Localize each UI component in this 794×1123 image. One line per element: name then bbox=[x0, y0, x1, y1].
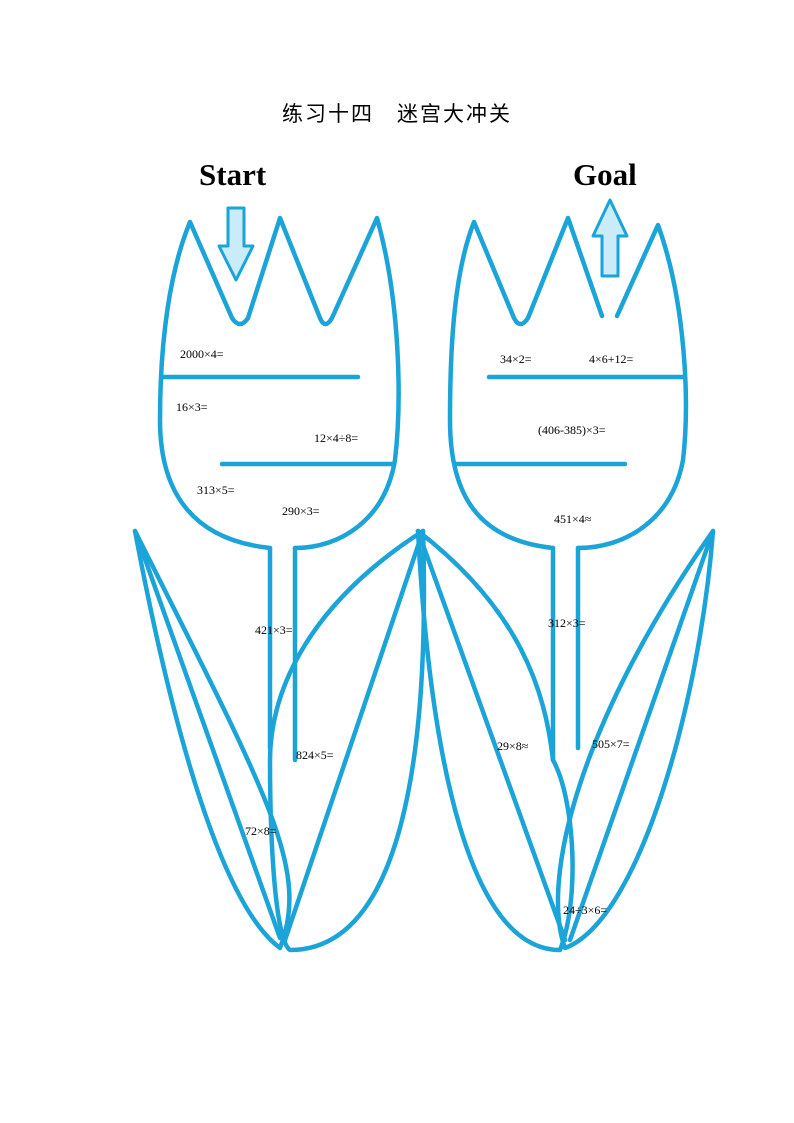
expression-cell: 12×4÷8= bbox=[314, 431, 359, 445]
left-leaf-left bbox=[132, 528, 292, 951]
expression-cell: 72×8= bbox=[245, 824, 277, 838]
right-tulip-head bbox=[447, 215, 605, 551]
expression-cell: 824×5= bbox=[296, 748, 334, 762]
expression-cell: 34×2= bbox=[500, 352, 532, 366]
expression-cell: 451×4≈ bbox=[554, 512, 592, 526]
left-leaf-left-vein bbox=[132, 528, 283, 941]
right-leaf-right bbox=[555, 528, 716, 951]
expression-cell: 312×3= bbox=[548, 616, 586, 630]
expression-cell: 421×3= bbox=[255, 623, 293, 637]
goal-arrow-icon bbox=[591, 198, 629, 278]
expression-cell: (406-385)×3= bbox=[538, 423, 606, 437]
expression-cell: 505×7= bbox=[592, 737, 630, 751]
left-leaf-right bbox=[267, 528, 427, 953]
left-leaf-right-vein bbox=[282, 528, 426, 943]
right-leaf-right-vein bbox=[567, 528, 716, 943]
right-tulip-head-right bbox=[575, 222, 689, 551]
expression-cell: 4×6+12= bbox=[589, 352, 634, 366]
expression-cell: 2000×4= bbox=[180, 347, 224, 361]
expression-cell: 29×8≈ bbox=[497, 739, 529, 753]
start-label: Start bbox=[199, 157, 267, 192]
expression-cell: 290×3= bbox=[282, 504, 320, 518]
left-tulip-head bbox=[157, 215, 401, 551]
expression-cell: 16×3= bbox=[176, 400, 208, 414]
start-arrow-icon bbox=[217, 206, 255, 282]
right-leaf-left-vein bbox=[415, 528, 568, 943]
right-leaf-left bbox=[415, 528, 575, 953]
worksheet-title: 练习十四 迷宫大冲关 bbox=[282, 102, 512, 126]
goal-label: Goal bbox=[573, 157, 637, 192]
expression-cell: 313×5= bbox=[197, 483, 235, 497]
expression-cell: 24÷3×6= bbox=[563, 903, 608, 917]
